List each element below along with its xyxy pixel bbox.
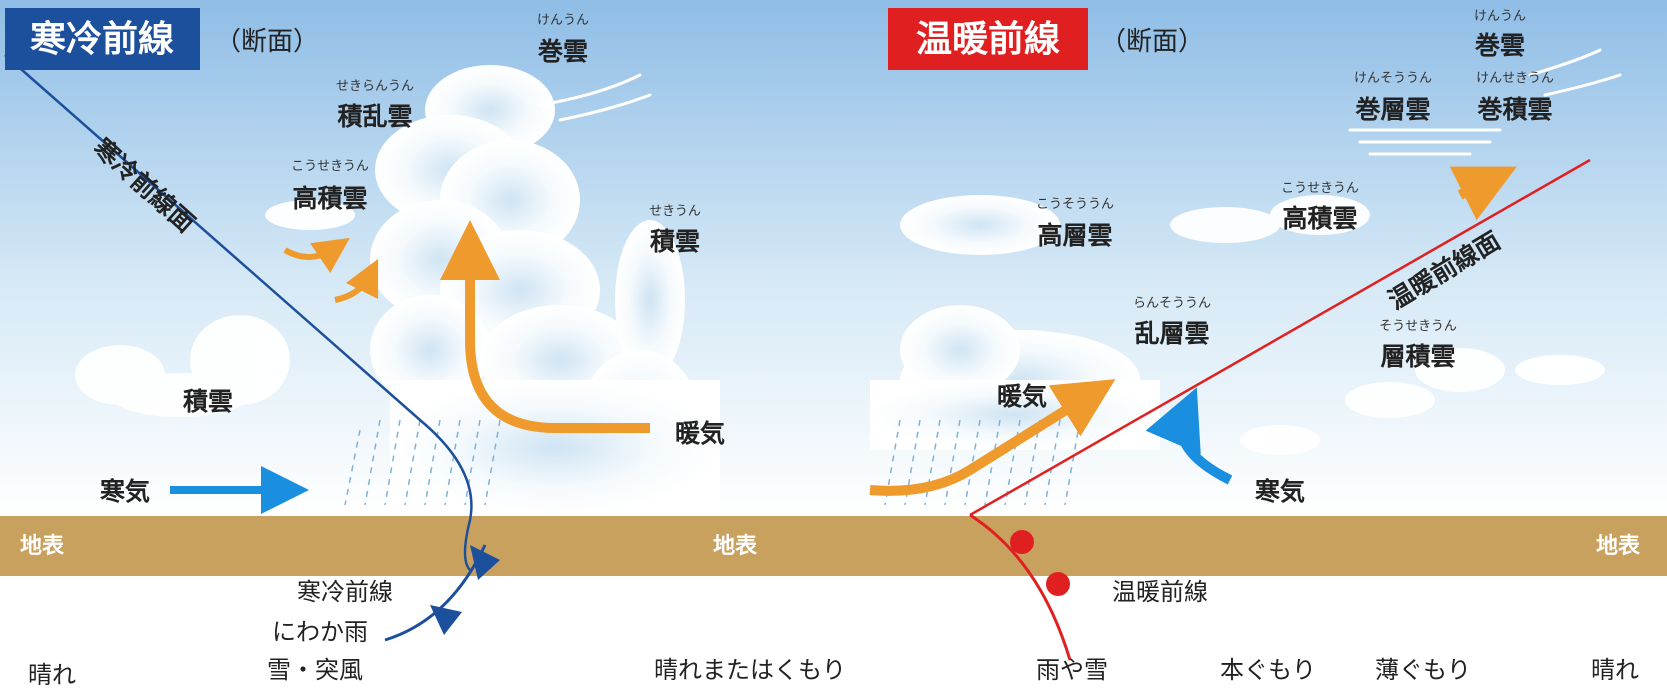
sky-background [0,0,1667,515]
cloud-label-cumulus-small: 積雲 [183,387,233,416]
ground-label-left: 地表 [20,534,65,559]
weather-clear-right: 晴れ [1591,656,1639,684]
cloud-label-altocumulus-r: 高積雲 [1282,204,1357,233]
ruby-nimbostratus: らんそううん [1133,296,1211,311]
warm-air-arrow-left [440,220,650,433]
warm-air-label-left: 暖気 [675,419,725,448]
cold-front-title: 寒冷前線 [30,19,174,60]
small-clouds [75,195,1605,455]
ruby-cumulonimbus: せきらんうん [336,79,414,94]
cold-air-arrow-right [1145,387,1233,485]
cloud-label-altostratus: 高層雲 [1037,221,1112,250]
cloud-label-stratocumulus: 層積雲 [1380,342,1455,371]
ruby-altocumulus-r: こうせきうん [1281,181,1359,196]
warm-front-title: 温暖前線 [916,19,1060,60]
warm-front-section: （断面） [1100,27,1204,57]
cloud-label-cirrus: 巻雲 [537,37,588,66]
weather-overcast: 本ぐもり [1220,656,1316,684]
ground-label-center: 地表 [713,534,758,559]
cloud-label-cirrostratus: 巻層雲 [1354,95,1430,124]
weather-clear-left: 晴れ [28,661,76,689]
ruby-cumulus: せきうん [649,204,701,219]
cloud-label-cumulonimbus: 積乱雲 [337,102,412,131]
cold-front-symbol-label: 寒冷前線 [297,578,393,606]
warm-front-semicircle [1046,572,1070,596]
cloud-label-cumulus: 積雲 [650,227,700,256]
weather-clear-or-cloudy: 晴れまたはくもり [654,656,846,684]
ruby-cirrus-r: けんうん [1474,9,1526,24]
cold-front-weather: にわか雨 [272,618,368,646]
ruby-altocumulus: こうせきうん [291,159,369,174]
cold-front-section: （断面） [215,27,319,57]
cold-front-weather2: 雪・突風 [267,656,363,684]
cold-air-label-left: 寒気 [100,477,150,506]
ruby-cirrocumulus: けんせきうん [1476,71,1554,86]
weather-rain-or-snow: 雨や雪 [1036,656,1108,684]
ground-band [0,516,1667,576]
weather-thin-cloud: 薄ぐもり [1375,656,1471,684]
ruby-stratocumulus: そうせきうん [1379,319,1457,334]
cold-front-triangle [470,545,500,580]
cloud-label-nimbostratus: 乱層雲 [1134,319,1209,348]
warm-front-symbol-label: 温暖前線 [1112,578,1208,606]
ruby-cirrus: けんうん [537,13,589,28]
cold-front-surface-line [4,54,473,571]
cold-air-label-right: 寒気 [1255,477,1305,506]
cloud-label-cirrus-r: 巻雲 [1474,31,1525,60]
ruby-cirrostratus: けんそううん [1354,71,1432,86]
warm-front-title-box [888,8,1088,70]
rain-streaks-left [344,419,501,506]
warm-front-semicircle [1010,530,1034,554]
warm-air-arrow-upper [1449,166,1517,221]
cold-front-title-box [5,8,200,70]
warm-air-arrow-right [869,379,1116,496]
ground-label-right: 地表 [1596,534,1641,559]
ruby-altostratus: こうそううん [1036,197,1114,212]
cold-front-triangle [430,605,462,635]
lower-area [0,576,1667,690]
warm-air-small-arrow [334,258,379,303]
warm-air-label-right: 暖気 [997,382,1047,411]
cirrus-wisps [538,48,1622,156]
cloud-label-cirrocumulus: 巻積雲 [1476,95,1552,124]
warm-front-symbol-line [969,513,1072,661]
cloud-label-altocumulus: 高積雲 [292,184,367,213]
warm-air-small-arrow [283,237,350,274]
